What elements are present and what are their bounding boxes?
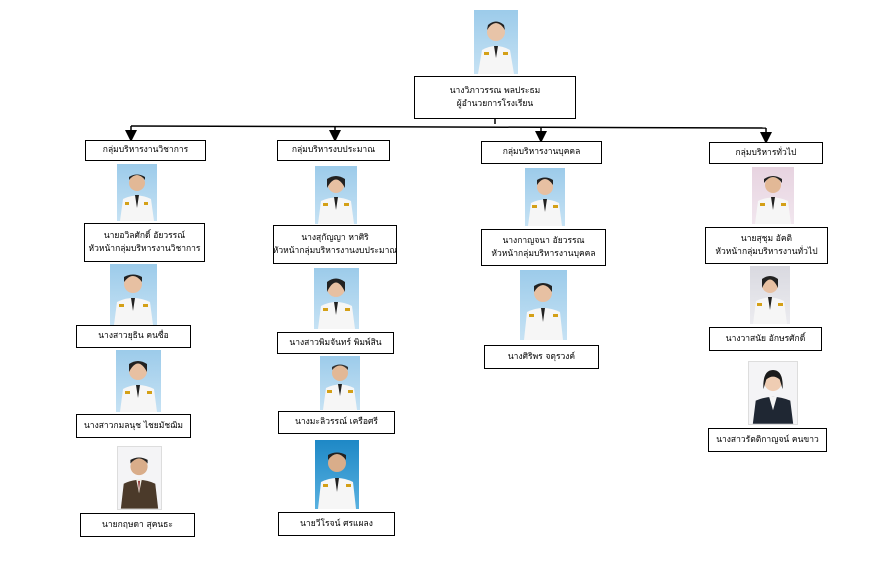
photo-general-member-2 (748, 361, 798, 425)
budget-head-box: นางสุกัญญา หาศิริ หัวหน้ากลุ่มบริหารงานง… (273, 225, 397, 264)
photo-budget-head (315, 166, 357, 224)
group-header-general: กลุ่มบริหารทั่วไป (709, 142, 823, 164)
academic-member-1-name: นางสาวยุธิน คนซื่อ (98, 331, 169, 341)
budget-member-2-name: นางมะลิวรรณ์ เครือศรี (295, 417, 378, 427)
budget-member-1-box: นางสาวพิมจันทร์ พิมพ์สิน (277, 332, 394, 354)
personnel-member-1-name: นางศิริพร จตุรวงค์ (507, 351, 576, 362)
academic-head-title: หัวหน้ากลุ่มบริหารงานวิชาการ (88, 243, 201, 254)
academic-member-2-box: นางสาวกมลนุช ไชยมัชฌิม (76, 414, 191, 438)
photo-academic-member-2 (116, 350, 161, 412)
academic-head-name: นายอวิลศักดิ์ อัยวรรณ์ (103, 230, 186, 241)
photo-general-member-1 (750, 266, 790, 324)
general-member-1-box: นางวาสนัย อักษรศักดิ์ (709, 327, 822, 351)
group-header-academic: กลุ่มบริหารงานวิชาการ (85, 140, 206, 161)
photo-academic-member-1 (110, 264, 157, 325)
personnel-member-1-box: นางศิริพร จตุรวงค์ (484, 345, 599, 369)
general-member-2-name: นางสาวรัตติกาญจน์ คนขาว (716, 434, 819, 445)
group-header-academic-label: กลุ่มบริหารงานวิชาการ (102, 145, 189, 155)
photo-academic-head (117, 164, 157, 221)
general-head-name: นายสุชุม อัคติ (740, 233, 793, 244)
budget-head-title: หัวหน้ากลุ่มบริหารงานงบประมาณ (272, 245, 398, 256)
budget-head-name: นางสุกัญญา หาศิริ (301, 232, 369, 243)
group-header-personnel-label: กลุ่มบริหารงานบุคคล (502, 147, 581, 157)
budget-member-3-name: นายวีโรจน์ ศรแผลง (300, 518, 373, 529)
photo-personnel-head (525, 168, 565, 226)
budget-member-2-box: นางมะลิวรรณ์ เครือศรี (278, 411, 395, 434)
general-head-title: หัวหน้ากลุ่มบริหารงานทั่วไป (715, 246, 818, 257)
academic-head-box: นายอวิลศักดิ์ อัยวรรณ์ หัวหน้ากลุ่มบริหา… (84, 223, 205, 262)
director-photo (474, 10, 518, 74)
academic-member-1-box: นางสาวยุธิน คนซื่อ (76, 325, 191, 348)
photo-budget-member-1 (314, 268, 359, 329)
photo-general-head (752, 167, 794, 224)
director-name: นางวิภาวรรณ พลประธม (449, 85, 541, 96)
general-head-box: นายสุชุม อัคติ หัวหน้ากลุ่มบริหารงานทั่ว… (705, 227, 828, 264)
general-member-2-box: นางสาวรัตติกาญจน์ คนขาว (708, 428, 827, 452)
group-header-personnel: กลุ่มบริหารงานบุคคล (481, 141, 602, 164)
photo-personnel-member-1 (520, 270, 567, 340)
group-header-general-label: กลุ่มบริหารทั่วไป (735, 147, 797, 158)
photo-budget-member-3 (315, 440, 359, 509)
director-box: นางวิภาวรรณ พลประธม ผู้อำนวยการโรงเรียน (414, 76, 576, 119)
group-header-budget-label: กลุ่มบริหารงบประมาณ (291, 145, 376, 155)
group-header-budget: กลุ่มบริหารงบประมาณ (277, 140, 390, 161)
academic-member-3-box: นายกฤษดา สุคนธะ (80, 513, 195, 537)
photo-budget-member-2 (320, 356, 360, 410)
budget-member-1-name: นางสาวพิมจันทร์ พิมพ์สิน (289, 337, 382, 348)
photo-academic-member-3 (117, 446, 162, 510)
budget-member-3-box: นายวีโรจน์ ศรแผลง (278, 512, 395, 536)
personnel-head-title: หัวหน้ากลุ่มบริหารงานบุคคล (491, 248, 596, 259)
personnel-head-box: นางกาญจนา อัยวรรณ หัวหน้ากลุ่มบริหารงานบ… (481, 229, 606, 266)
academic-member-2-name: นางสาวกมลนุช ไชยมัชฌิม (84, 420, 183, 431)
director-title: ผู้อำนวยการโรงเรียน (456, 98, 534, 109)
personnel-head-name: นางกาญจนา อัยวรรณ (502, 235, 585, 246)
general-member-1-name: นางวาสนัย อักษรศักดิ์ (725, 333, 806, 344)
academic-member-3-name: นายกฤษดา สุคนธะ (102, 519, 173, 530)
